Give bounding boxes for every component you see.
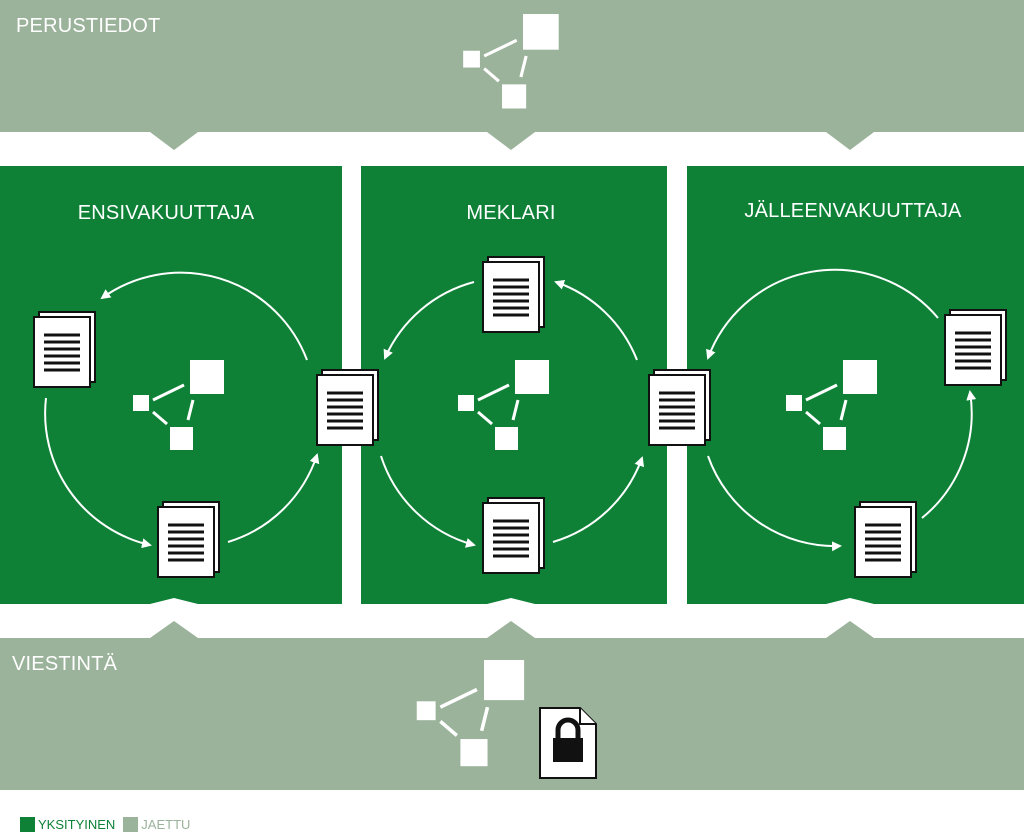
document-icon <box>853 500 918 579</box>
bottom-band-notches <box>150 621 874 638</box>
document-icon <box>481 496 546 575</box>
cycle-arrows-meklari <box>380 279 645 548</box>
panel-title-meklari: MEKLARI <box>466 202 556 224</box>
legend-label-private: YKSITYINEN <box>38 816 116 832</box>
document-icon <box>481 255 546 334</box>
legend-item-private: YKSITYINEN <box>20 816 116 832</box>
legend-swatch-private <box>20 816 35 832</box>
document-icon <box>943 308 1008 387</box>
legend: YKSITYINEN JAETTU <box>20 815 198 833</box>
panel-title-jalleenvakuuttaja: JÄLLEENVAKUUTTAJA <box>744 200 962 222</box>
legend-item-shared: JAETTU <box>123 816 191 832</box>
document-icon <box>32 310 97 389</box>
document-icon <box>156 500 221 579</box>
bottom-band-title: VIESTINTÄ <box>12 653 118 675</box>
panel-title-ensivakuuttaja: ENSIVAKUUTTAJA <box>77 202 255 224</box>
panel-top-notches <box>150 150 874 166</box>
cycle-arrows-jalleenvakuuttaja <box>706 268 977 552</box>
locked-document-icon <box>539 707 597 779</box>
document-icon <box>315 368 380 447</box>
legend-swatch-shared <box>123 816 139 832</box>
panel-bottom-notches <box>150 598 874 604</box>
document-icon <box>647 368 712 447</box>
top-band <box>0 0 1024 132</box>
top-band-notches <box>150 132 874 150</box>
cycle-arrows-ensivakuuttaja <box>44 271 320 549</box>
top-band-title: PERUSTIEDOT <box>16 15 161 37</box>
legend-label-shared: JAETTU <box>141 816 191 832</box>
